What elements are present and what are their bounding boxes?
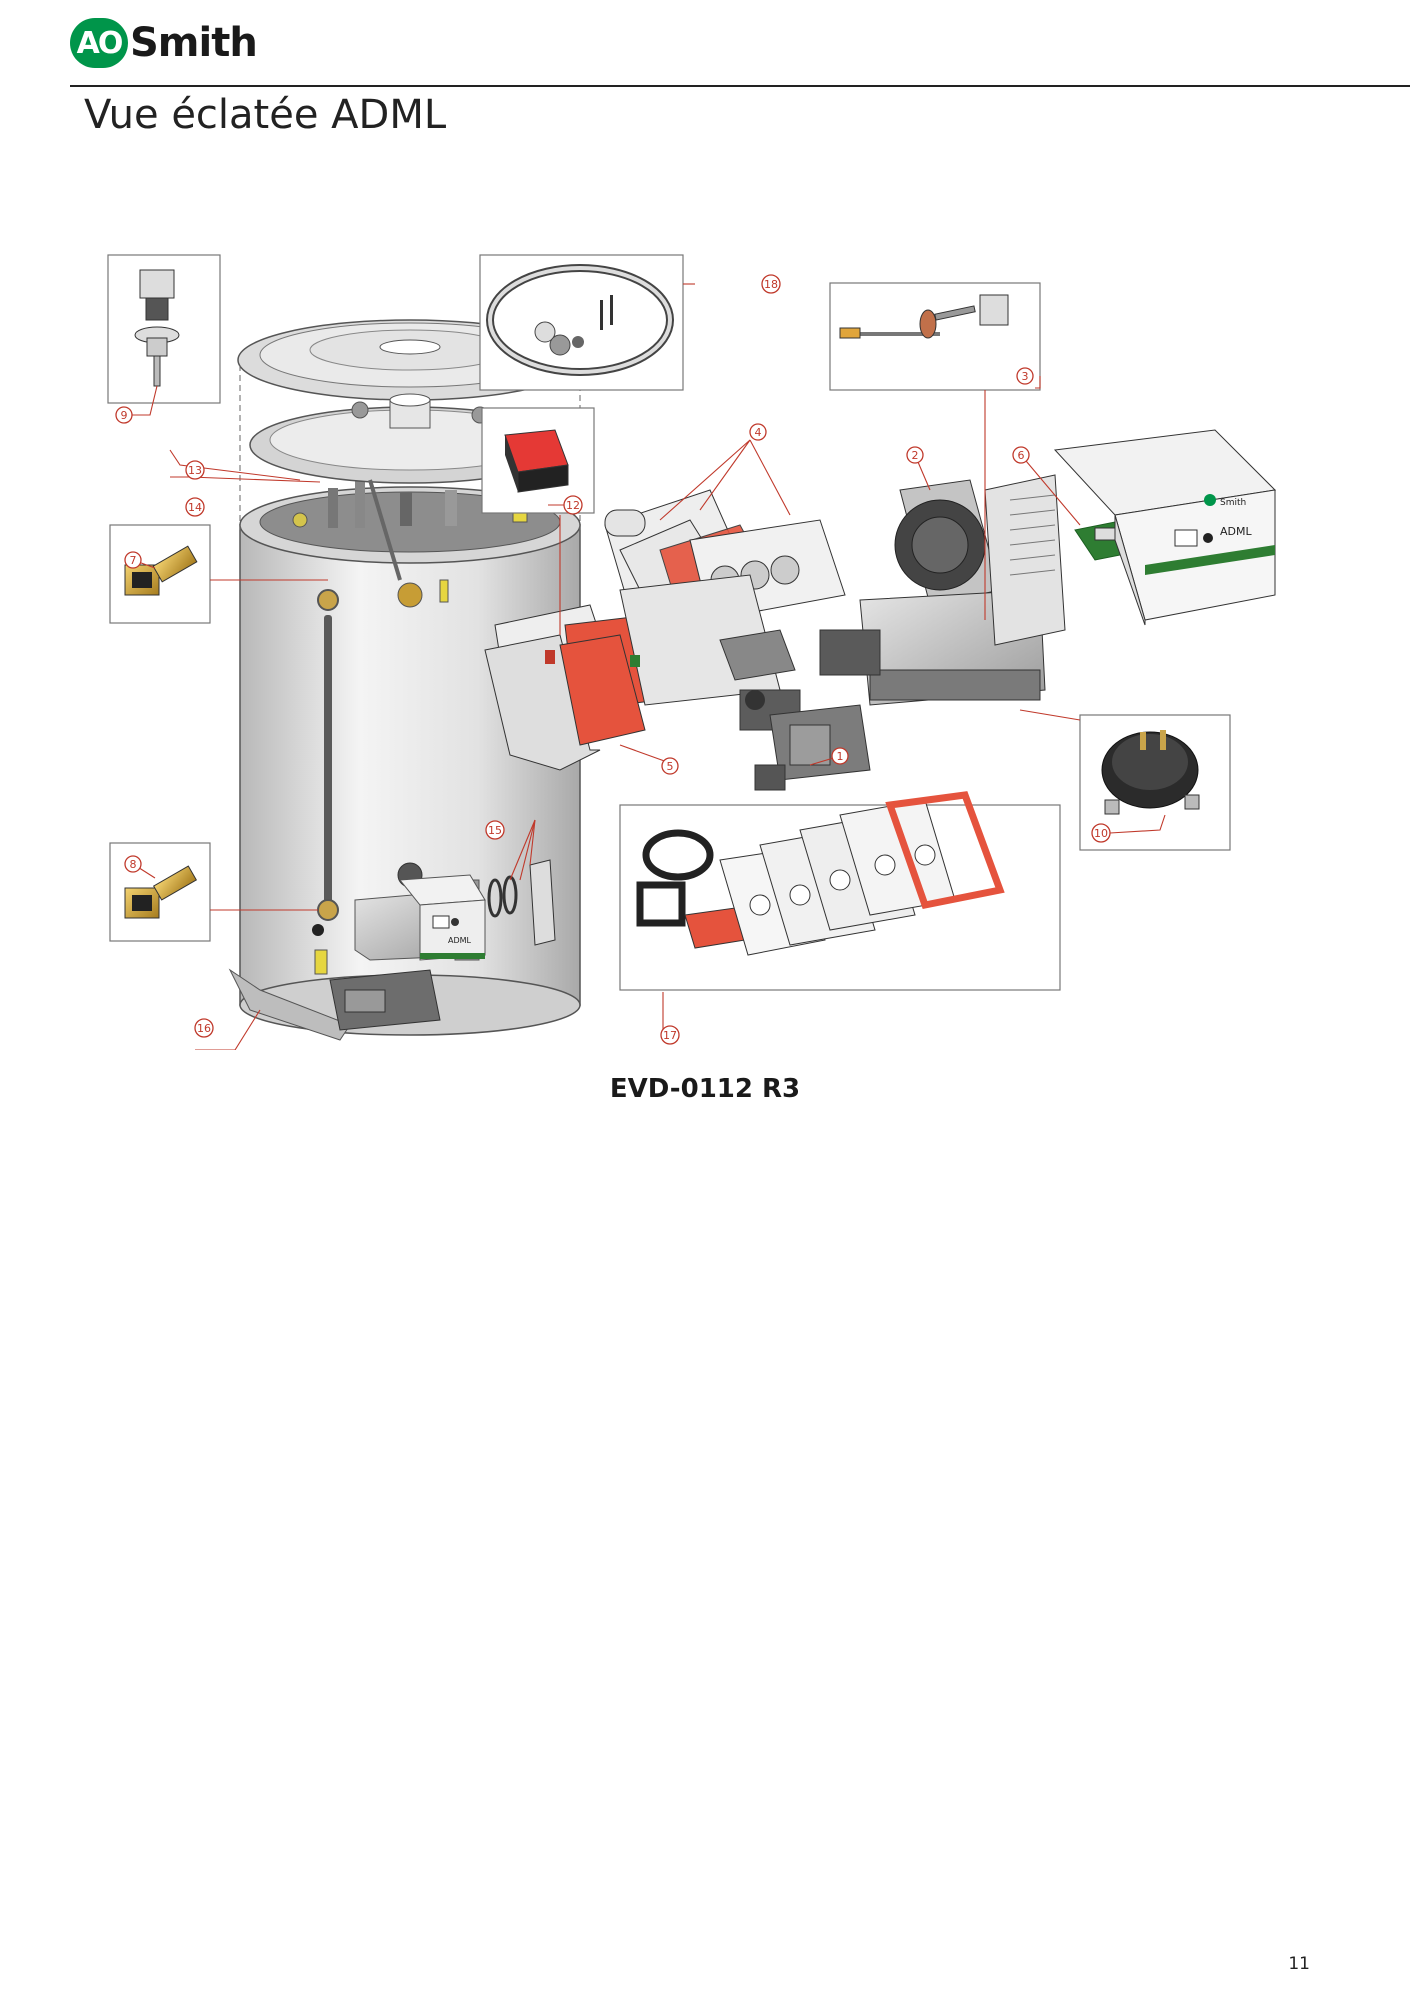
svg-text:16: 16 <box>197 1022 211 1035</box>
callout-17: 17 <box>660 1025 680 1045</box>
cover-brand-label: Smith <box>1220 498 1246 508</box>
callout-8: 8 <box>124 855 142 873</box>
svg-text:4: 4 <box>755 426 762 439</box>
svg-text:3: 3 <box>1022 370 1029 383</box>
svg-text:8: 8 <box>130 858 137 871</box>
svg-text:5: 5 <box>667 760 674 773</box>
callout-7: 7 <box>124 551 142 569</box>
svg-text:6: 6 <box>1018 449 1025 462</box>
rear-grille-cover <box>984 474 1066 646</box>
callout-1: 1 <box>831 747 849 765</box>
small-panel-label: ADML <box>448 936 472 945</box>
svg-text:17: 17 <box>663 1029 677 1042</box>
frame-electrode <box>829 282 1041 391</box>
svg-text:18: 18 <box>764 278 778 291</box>
callout-12: 12 <box>563 495 583 515</box>
callout-16: 16 <box>194 1018 214 1038</box>
drawing-code: EVD-0112 R3 <box>609 1074 801 1104</box>
frame-fitting-8 <box>109 842 211 942</box>
callout-5: 5 <box>661 757 679 775</box>
frame-gasket-ring <box>479 254 684 391</box>
cover-panel-label: ADML <box>1220 525 1252 538</box>
svg-text:2: 2 <box>912 449 919 462</box>
frame-switch <box>481 407 595 514</box>
callout-4: 4 <box>749 423 767 441</box>
callout-13: 13 <box>185 460 205 480</box>
svg-text:12: 12 <box>566 499 580 512</box>
callout-10: 10 <box>1091 823 1111 843</box>
svg-text:15: 15 <box>488 824 502 837</box>
page-title: Vue éclatée ADML <box>84 92 447 138</box>
seal-set <box>487 859 556 946</box>
page-number: 11 <box>1288 1954 1310 1974</box>
frame-gasket-set <box>619 791 1061 991</box>
gas-valve <box>754 704 871 791</box>
callout-9: 9 <box>115 406 133 424</box>
frame-sensor <box>107 254 221 404</box>
callout-3: 3 <box>1016 367 1034 385</box>
exploded-view-diagram: ADML <box>107 254 1277 1050</box>
svg-text:14: 14 <box>188 501 202 514</box>
callout-6: 6 <box>1012 446 1030 464</box>
callout-18: 18 <box>761 274 781 294</box>
callout-15: 15 <box>485 820 505 840</box>
svg-text:13: 13 <box>188 464 202 477</box>
control-plate <box>484 634 646 771</box>
brand-logo-smith: Smith <box>130 20 258 66</box>
callout-14: 14 <box>185 497 205 517</box>
svg-text:9: 9 <box>121 409 128 422</box>
svg-text:10: 10 <box>1094 827 1108 840</box>
header-rule <box>70 85 1410 87</box>
callout-2: 2 <box>906 446 924 464</box>
frame-fitting-7 <box>109 524 211 624</box>
brand-logo: AO Smith <box>70 18 258 68</box>
svg-text:1: 1 <box>837 750 844 763</box>
brand-logo-ao: AO <box>70 18 128 68</box>
burner-unit-on-tank: ADML <box>329 874 486 1031</box>
svg-text:7: 7 <box>130 554 137 567</box>
leader-lines <box>128 283 1166 1050</box>
adml-cover: Smith ADML <box>1053 429 1277 626</box>
